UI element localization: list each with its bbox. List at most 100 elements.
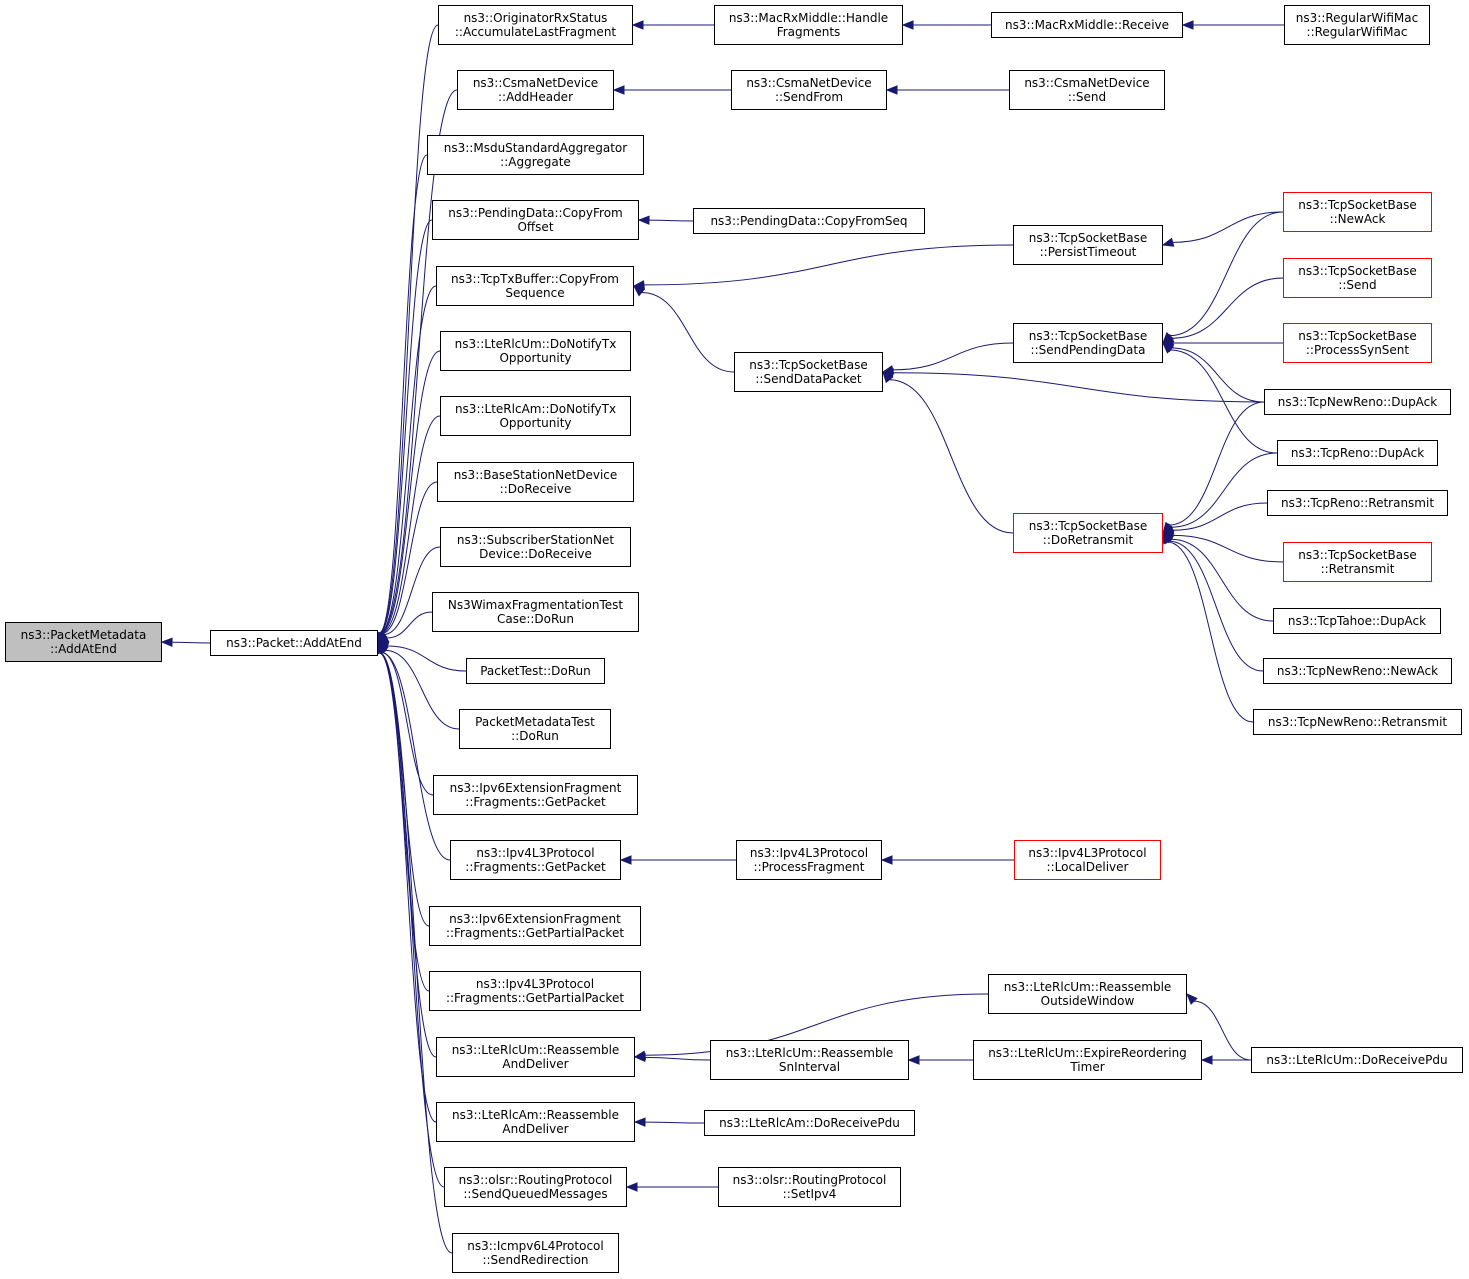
node-label: Device::DoReceive (479, 547, 592, 561)
node-packet-metadata-test[interactable]: PacketMetadataTest ::DoRun (459, 709, 611, 749)
node-lterlcam-do-notify-tx[interactable]: ns3::LteRlcAm::DoNotifyTx Opportunity (440, 396, 631, 436)
node-pending-copy-from-seq[interactable]: ns3::PendingData::CopyFromSeq (693, 208, 925, 234)
node-lterlcum-expire-reordering[interactable]: ns3::LteRlcUm::ExpireReordering Timer (973, 1040, 1202, 1080)
edge-arrowhead (901, 20, 914, 30)
edge-arrowhead (907, 1055, 920, 1065)
node-ipv4-frag-get-packet[interactable]: ns3::Ipv4L3Protocol ::Fragments::GetPack… (450, 840, 621, 880)
node-csma-add-header[interactable]: ns3::CsmaNetDevice ::AddHeader (457, 70, 614, 110)
node-tcp-send-data-packet[interactable]: ns3::TcpSocketBase ::SendDataPacket (734, 352, 883, 392)
edge-line (378, 652, 437, 1123)
node-root: ns3::PacketMetadata ::AddAtEnd (5, 622, 162, 662)
node-tcpreno-dupack[interactable]: ns3::TcpReno::DupAck (1277, 440, 1438, 466)
call-edge (1181, 20, 1284, 30)
call-edge (1161, 452, 1278, 534)
node-tcp-retransmit[interactable]: ns3::TcpSocketBase ::Retransmit (1283, 542, 1432, 582)
node-msdu-aggregate[interactable]: ns3::MsduStandardAggregator ::Aggregate (427, 135, 644, 175)
call-edge (632, 285, 735, 373)
node-ipv6-frag-get-partial[interactable]: ns3::Ipv6ExtensionFragment ::Fragments::… (429, 906, 641, 946)
node-label: ns3::Ipv6ExtensionFragment (449, 781, 622, 795)
node-macrx-handle-fragments[interactable]: ns3::MacRxMiddle::Handle Fragments (714, 5, 903, 45)
edge-arrowhead (1181, 20, 1194, 30)
call-edge (160, 637, 211, 647)
edge-line (1171, 452, 1278, 528)
edge-line (379, 350, 441, 634)
node-macrx-receive[interactable]: ns3::MacRxMiddle::Receive (991, 12, 1183, 38)
edge-line (380, 415, 441, 634)
node-tcpreno-retransmit[interactable]: ns3::TcpReno::Retransmit (1267, 490, 1448, 516)
node-pending-copy-from-offset[interactable]: ns3::PendingData::CopyFrom Offset (432, 200, 639, 240)
node-olsr-set-ipv4[interactable]: ns3::olsr::RoutingProtocol ::SetIpv4 (718, 1167, 901, 1207)
node-tcp-persist-timeout[interactable]: ns3::TcpSocketBase ::PersistTimeout (1013, 225, 1163, 265)
node-tcpnewreno-newack[interactable]: ns3::TcpNewReno::NewAck (1263, 658, 1452, 684)
edge-line (641, 292, 735, 373)
node-tcptx-copy-from-sequence[interactable]: ns3::TcpTxBuffer::CopyFrom Sequence (436, 266, 634, 306)
call-edge (377, 642, 460, 730)
node-lterlcam-reassemble-deliver[interactable]: ns3::LteRlcAm::Reassemble AndDeliver (436, 1102, 635, 1142)
edge-arrowhead (633, 1117, 646, 1127)
node-label: ::SendDataPacket (755, 372, 862, 386)
call-edge (1161, 338, 1283, 348)
node-olsr-send-queued[interactable]: ns3::olsr::RoutingProtocol ::SendQueuedM… (444, 1167, 627, 1207)
call-edge (376, 641, 451, 861)
node-label: ::ProcessSynSent (1305, 343, 1410, 357)
edge-line (381, 651, 451, 861)
node-tcp-process-syn-sent[interactable]: ns3::TcpSocketBase ::ProcessSynSent (1283, 323, 1432, 363)
node-wimax-frag-test[interactable]: Ns3WimaxFragmentationTest Case::DoRun (432, 592, 639, 632)
node-label: ns3::LteRlcUm::Reassemble (725, 1046, 894, 1060)
node-tcptahoe-dupack[interactable]: ns3::TcpTahoe::DupAck (1273, 608, 1441, 634)
node-label: ns3::BaseStationNetDevice (453, 468, 618, 482)
node-csma-send[interactable]: ns3::CsmaNetDevice ::Send (1009, 70, 1165, 110)
node-tcp-send[interactable]: ns3::TcpSocketBase ::Send (1283, 258, 1432, 298)
call-edge (612, 85, 731, 95)
node-ipv4-local-deliver[interactable]: ns3::Ipv4L3Protocol ::LocalDeliver (1014, 840, 1161, 880)
node-csma-send-from[interactable]: ns3::CsmaNetDevice ::SendFrom (731, 70, 887, 110)
node-tcpnewreno-retransmit[interactable]: ns3::TcpNewReno::Retransmit (1253, 709, 1462, 735)
node-label: Fragments (776, 25, 841, 39)
call-edge (1162, 401, 1265, 535)
node-label: ::RegularWifiMac (1306, 25, 1408, 39)
node-tcpnewreno-dupack[interactable]: ns3::TcpNewReno::DupAck (1264, 389, 1451, 415)
node-lterlcam-do-receive-pdu[interactable]: ns3::LteRlcAm::DoReceivePdu (704, 1110, 915, 1136)
node-accumulate-last-fragment[interactable]: ns3::OriginatorRxStatus ::AccumulateLast… (438, 5, 633, 45)
edge-line (1171, 277, 1284, 339)
node-label: ::Aggregate (500, 155, 571, 169)
node-ipv6-frag-get-packet[interactable]: ns3::Ipv6ExtensionFragment ::Fragments::… (433, 775, 638, 815)
node-lterlcum-do-notify-tx[interactable]: ns3::LteRlcUm::DoNotifyTx Opportunity (440, 331, 631, 371)
node-subscriber-do-receive[interactable]: ns3::SubscriberStationNet Device::DoRece… (440, 527, 631, 567)
node-lterlcum-do-receive-pdu[interactable]: ns3::LteRlcUm::DoReceivePdu (1251, 1047, 1463, 1073)
node-icmpv6-send-redirection[interactable]: ns3::Icmpv6L4Protocol ::SendRedirection (452, 1233, 619, 1273)
node-packet-test[interactable]: PacketTest::DoRun (466, 658, 605, 684)
node-label: ns3::CsmaNetDevice (1024, 76, 1150, 90)
node-label: ::NewAck (1329, 212, 1386, 226)
edge-line (648, 219, 694, 222)
edge-arrowhead (882, 370, 894, 384)
node-label: ns3::TcpSocketBase (1298, 329, 1417, 343)
node-lterlcum-reassemble-deliver[interactable]: ns3::LteRlcUm::Reassemble AndDeliver (436, 1037, 635, 1077)
node-basestation-do-receive[interactable]: ns3::BaseStationNetDevice ::DoReceive (437, 462, 634, 502)
node-tcp-new-ack[interactable]: ns3::TcpSocketBase ::NewAck (1283, 192, 1432, 232)
node-tcp-do-retransmit[interactable]: ns3::TcpSocketBase ::DoRetransmit (1013, 513, 1163, 553)
edge-line (1168, 540, 1264, 672)
node-label: ::Fragments::GetPartialPacket (445, 926, 625, 940)
edge-arrowhead (632, 285, 646, 297)
node-label: Opportunity (499, 351, 572, 365)
edge-line (171, 641, 211, 644)
node-label: ns3::LteRlcAm::DoNotifyTx (454, 402, 617, 416)
node-regular-wifi-mac[interactable]: ns3::RegularWifiMac ::RegularWifiMac (1284, 5, 1430, 45)
call-edge (882, 370, 1014, 534)
node-label: ns3::Packet::AddAtEnd (226, 636, 362, 650)
node-label: SnInterval (778, 1060, 841, 1074)
edge-line (378, 24, 439, 634)
edge-line (379, 285, 437, 634)
node-tcp-send-pending-data[interactable]: ns3::TcpSocketBase ::SendPendingData (1013, 323, 1163, 363)
edge-line (644, 1056, 711, 1061)
node-ipv4-process-fragment[interactable]: ns3::Ipv4L3Protocol ::ProcessFragment (736, 840, 882, 880)
node-ipv4-frag-get-partial[interactable]: ns3::Ipv4L3Protocol ::Fragments::GetPart… (429, 971, 641, 1011)
edge-line (379, 652, 453, 1254)
edge-line (1170, 349, 1278, 454)
call-edge (881, 342, 1014, 375)
node-lterlcum-reassemble-outside[interactable]: ns3::LteRlcUm::Reassemble OutsideWindow (988, 974, 1187, 1014)
node-lterlcum-reassemble-sn[interactable]: ns3::LteRlcUm::Reassemble SnInterval (710, 1040, 909, 1080)
node-label: ns3::olsr::RoutingProtocol (732, 1173, 887, 1187)
node-add-at-end[interactable]: ns3::Packet::AddAtEnd (210, 630, 378, 656)
